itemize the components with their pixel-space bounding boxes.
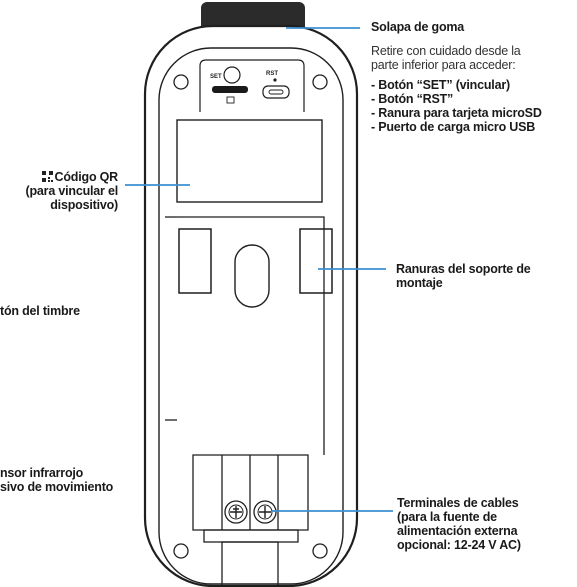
top-compartment [199,59,305,112]
qr-code-area [176,119,323,203]
pir-sensor-line-1: nsor infrarrojo [0,466,84,480]
instructions-line-1: Retire con cuidado desde la [371,44,521,58]
device-inner-panel [158,47,344,585]
item-set-button: - Botón “SET” (vincular) [371,78,510,92]
doorbell-button-text: tón del timbre [0,304,80,318]
microsd-slot [212,86,248,104]
terminal-screw-left [224,500,248,524]
wire-terminals-line-1: Terminales de cables [397,496,519,510]
instructions-line-2: parte inferior para acceder: [371,58,516,72]
micro-usb-port [262,85,290,99]
wire-terminals-line-2: (para la fuente de [397,510,497,524]
screw-holes [173,74,328,559]
label-pir-sensor: nsor infrarrojo sivo de movimiento [0,466,113,494]
label-doorbell-button: tón del timbre [0,304,80,318]
qr-code-title: Código QR [54,170,119,184]
set-button: SET [210,66,241,84]
item-rst-button: - Botón “RST” [371,92,454,106]
pir-sensor-line-2: sivo de movimiento [0,480,114,494]
qr-code-line-2: (para vincular el [25,184,119,198]
label-rubber-flap-instructions: Retire con cuidado desde la parte inferi… [371,44,521,72]
terminal-screw-right [253,500,277,524]
mount-slot-right [299,228,333,294]
rst-label: RST [266,71,278,77]
wire-terminal-block [192,454,309,587]
label-rubber-flap: Solapa de goma [371,20,464,34]
leader-lines [125,27,393,512]
device-body [143,24,359,587]
wire-terminals-line-3: alimentación externa [397,524,518,538]
mount-slots-line-2: montaje [396,276,443,290]
set-label: SET [210,74,222,80]
label-mount-slots: Ranuras del soporte de montaje [396,262,531,290]
mount-slot-left [178,228,212,294]
mount-slots-line-1: Ranuras del soporte de [396,262,531,276]
label-rubber-flap-items: - Botón “SET” (vincular) - Botón “RST” -… [371,78,542,134]
item-usb-port: - Puerto de carga micro USB [371,120,536,134]
rubber-flap-title: Solapa de goma [371,20,465,34]
center-oval-slot [234,244,270,308]
qr-code-icon [41,171,53,182]
qr-code-line-3: dispositivo) [50,198,118,212]
label-qr-code: Código QR (para vincular el dispositivo) [25,170,119,212]
label-wire-terminals: Terminales de cables (para la fuente de … [397,496,521,552]
wire-terminals-line-4: opcional: 12-24 V AC) [397,538,521,552]
item-microsd-slot: - Ranura para tarjeta microSD [371,106,542,120]
rst-button: RST [266,71,278,82]
